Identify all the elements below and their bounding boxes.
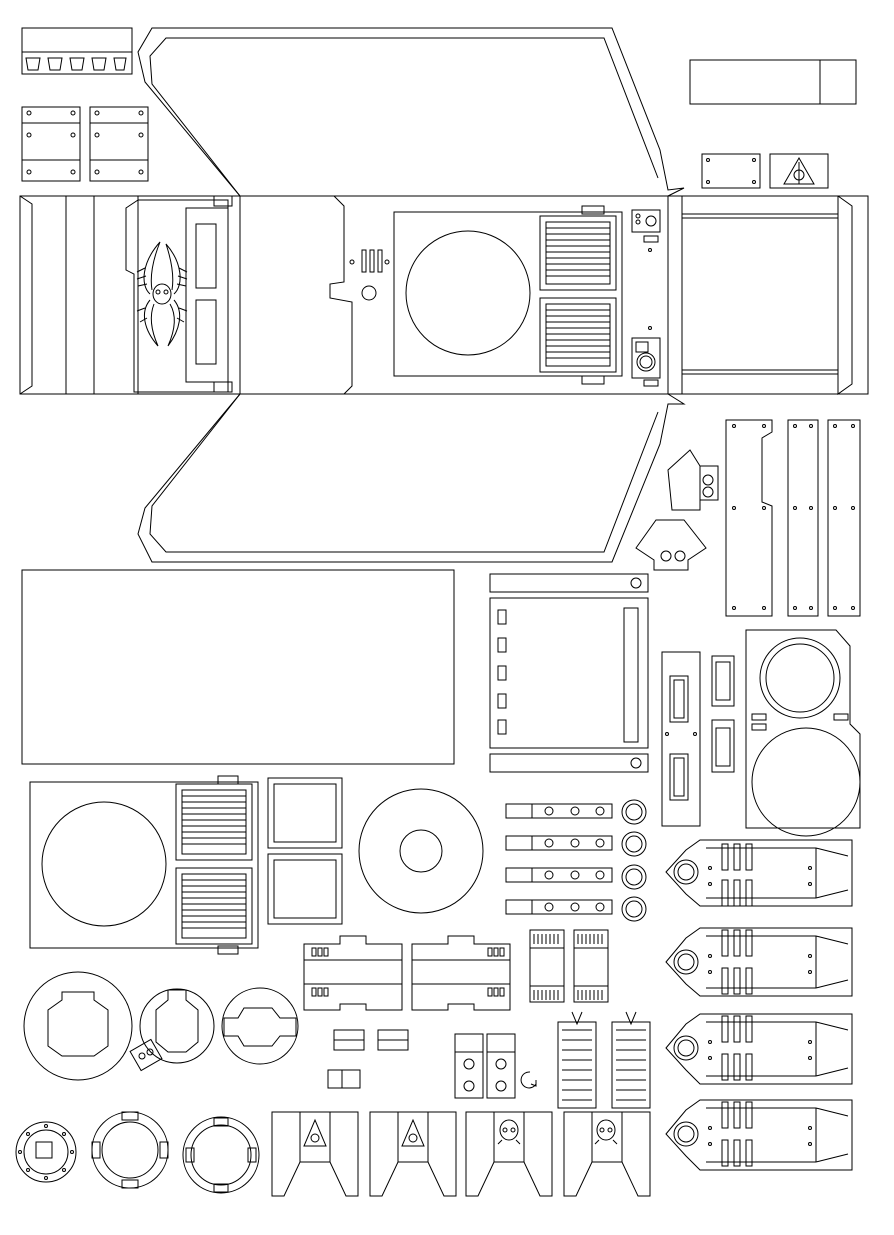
- turret-base-net: [746, 630, 860, 836]
- hinge-strip: [662, 652, 700, 826]
- engine-deck-plate: [394, 206, 660, 386]
- plain-plate: [702, 154, 760, 188]
- hull-main-strip: [20, 196, 868, 394]
- small-hatch-pair: [712, 656, 734, 772]
- track-plate: [690, 60, 856, 104]
- side-bracket-right: [828, 420, 860, 616]
- sponson-gun-2: [666, 928, 852, 996]
- rear-door-panel: [126, 196, 232, 392]
- emblem-plate-skull-2: [564, 1112, 650, 1196]
- side-bracket-left: [726, 420, 772, 616]
- connector-piece-right: [412, 936, 510, 1010]
- turret-ring-cutout: [222, 988, 298, 1064]
- side-door-panel: [490, 574, 648, 772]
- cog-ring-outer: [92, 1112, 168, 1188]
- track-link-grids: [558, 1012, 650, 1108]
- bolt-plate-left: [22, 107, 80, 181]
- square-frame-pair: [268, 778, 342, 924]
- emblem-plate-mechanicus-2: [370, 1112, 456, 1196]
- barrel-strips: [506, 804, 612, 914]
- upper-side-wing: [138, 28, 684, 196]
- sponson-gun-4: [666, 1100, 852, 1170]
- cupola-ring: [16, 1122, 76, 1182]
- muzzle-rings: [622, 800, 646, 921]
- vent-blocks: [530, 930, 608, 1002]
- turret-ring-large: [24, 972, 132, 1080]
- hull-deck: [240, 196, 389, 394]
- hatch-piece-lower: [636, 520, 706, 570]
- emblem-plate-skull-1: [466, 1112, 552, 1196]
- sponson-gun-3: [666, 1014, 852, 1084]
- bolt-plate-right: [90, 107, 148, 181]
- small-slot-parts: [328, 1030, 408, 1088]
- rotate-arrow-icon: [521, 1072, 536, 1088]
- winged-skull-emblem: [137, 242, 187, 346]
- rear-deck-plate: [30, 776, 258, 954]
- turret-ring-medium: [130, 989, 214, 1071]
- hatch-piece-upper: [668, 450, 718, 510]
- cog-ring-inner: [183, 1117, 259, 1193]
- smoke-launcher-pair: [455, 1034, 515, 1098]
- vision-block-strip: [22, 28, 132, 74]
- mechanicus-plate: [770, 154, 828, 188]
- blank-underside-panel: [22, 570, 454, 764]
- sponson-gun-1: [666, 840, 852, 906]
- connector-piece-left: [304, 936, 402, 1010]
- side-bracket-mid: [788, 420, 818, 616]
- emblem-plate-mechanicus-1: [272, 1112, 358, 1196]
- lower-side-wing: [138, 394, 684, 562]
- turret-disc: [359, 789, 483, 913]
